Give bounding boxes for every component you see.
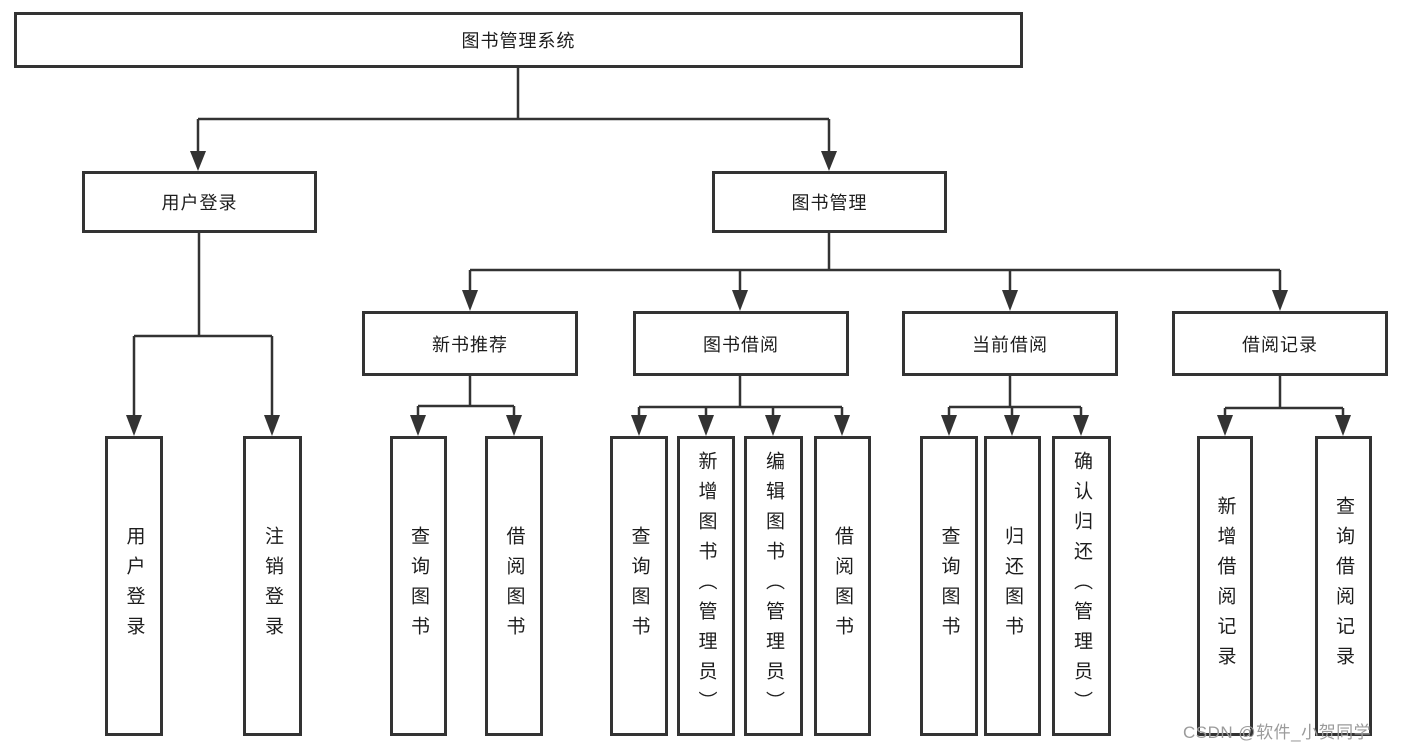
- arrowhead-icon: [821, 151, 837, 171]
- node-label: 图书借阅: [703, 334, 779, 355]
- leaf-label: 用户登录: [123, 526, 145, 646]
- leaf-label: 查询图书: [938, 526, 960, 646]
- node-new-book-recommend: 新书推荐: [362, 311, 578, 376]
- leaf-label: 注销登录: [262, 526, 283, 646]
- connector-new-book-branch: [410, 376, 522, 436]
- leaf-label: 确认归还（管理员）: [1071, 451, 1092, 721]
- leaf-label: 借阅图书: [832, 526, 853, 646]
- arrowhead-icon: [732, 290, 748, 311]
- leaf-borrow-books-borrowing: 借阅图书: [814, 436, 871, 736]
- leaf-confirm-return-admin: 确认归还（管理员）: [1052, 436, 1111, 736]
- node-label: 图书管理系统: [461, 31, 576, 51]
- node-label: 借阅记录: [1242, 334, 1318, 355]
- leaf-query-books-borrowing: 查询图书: [610, 436, 668, 736]
- arrowhead-icon: [1335, 415, 1351, 436]
- leaf-add-book-admin: 新增图书（管理员）: [677, 436, 735, 736]
- leaf-label: 借阅图书: [503, 526, 525, 646]
- arrowhead-icon: [1073, 415, 1089, 436]
- arrowhead-icon: [506, 415, 522, 436]
- leaf-user-login: 用户登录: [105, 436, 163, 736]
- node-current-borrowing: 当前借阅: [902, 311, 1118, 376]
- leaf-query-borrow-record: 查询借阅记录: [1315, 436, 1372, 736]
- arrowhead-icon: [462, 290, 478, 311]
- node-user-login: 用户登录: [82, 171, 317, 233]
- leaf-query-books-recommend: 查询图书: [390, 436, 447, 736]
- leaf-query-books-current: 查询图书: [920, 436, 978, 736]
- node-book-management: 图书管理: [712, 171, 947, 233]
- arrowhead-icon: [264, 415, 280, 436]
- connector-root-branch: [190, 68, 837, 171]
- arrowhead-icon: [1272, 290, 1288, 311]
- leaf-add-borrow-record: 新增借阅记录: [1197, 436, 1253, 736]
- arrowhead-icon: [126, 415, 142, 436]
- connector-current-borrow-branch: [941, 376, 1089, 436]
- connector-book-mgmt-branch: [462, 233, 1288, 311]
- node-label: 新书推荐: [432, 334, 508, 355]
- arrowhead-icon: [1002, 290, 1018, 311]
- arrowhead-icon: [1004, 415, 1020, 436]
- arrowhead-icon: [698, 415, 714, 436]
- connector-borrow-records-branch: [1217, 376, 1351, 436]
- connector-book-borrow-branch: [631, 376, 850, 436]
- arrowhead-icon: [1217, 415, 1233, 436]
- leaf-edit-book-admin: 编辑图书（管理员）: [744, 436, 803, 736]
- leaf-borrow-books-recommend: 借阅图书: [485, 436, 543, 736]
- arrowhead-icon: [631, 415, 647, 436]
- arrowhead-icon: [941, 415, 957, 436]
- node-label: 图书管理: [791, 193, 868, 213]
- arrowhead-icon: [834, 415, 850, 436]
- leaf-label: 查询图书: [628, 526, 650, 646]
- leaf-label: 查询图书: [408, 526, 429, 646]
- arrowhead-icon: [190, 151, 206, 171]
- leaf-logout: 注销登录: [243, 436, 302, 736]
- csdn-watermark: CSDN @软件_小贺同学: [1183, 723, 1372, 742]
- leaf-label: 编辑图书（管理员）: [763, 451, 784, 721]
- node-library-system: 图书管理系统: [14, 12, 1023, 68]
- node-label: 用户登录: [161, 193, 238, 213]
- connector-user-login-branch: [126, 233, 280, 436]
- leaf-return-books: 归还图书: [984, 436, 1041, 736]
- node-label: 当前借阅: [972, 334, 1048, 355]
- arrowhead-icon: [410, 415, 426, 436]
- leaf-label: 新增图书（管理员）: [695, 451, 717, 721]
- leaf-label: 查询借阅记录: [1333, 496, 1354, 676]
- node-book-borrowing: 图书借阅: [633, 311, 849, 376]
- arrowhead-icon: [765, 415, 781, 436]
- node-borrowing-records: 借阅记录: [1172, 311, 1388, 376]
- leaf-label: 新增借阅记录: [1214, 496, 1236, 676]
- leaf-label: 归还图书: [1002, 526, 1023, 646]
